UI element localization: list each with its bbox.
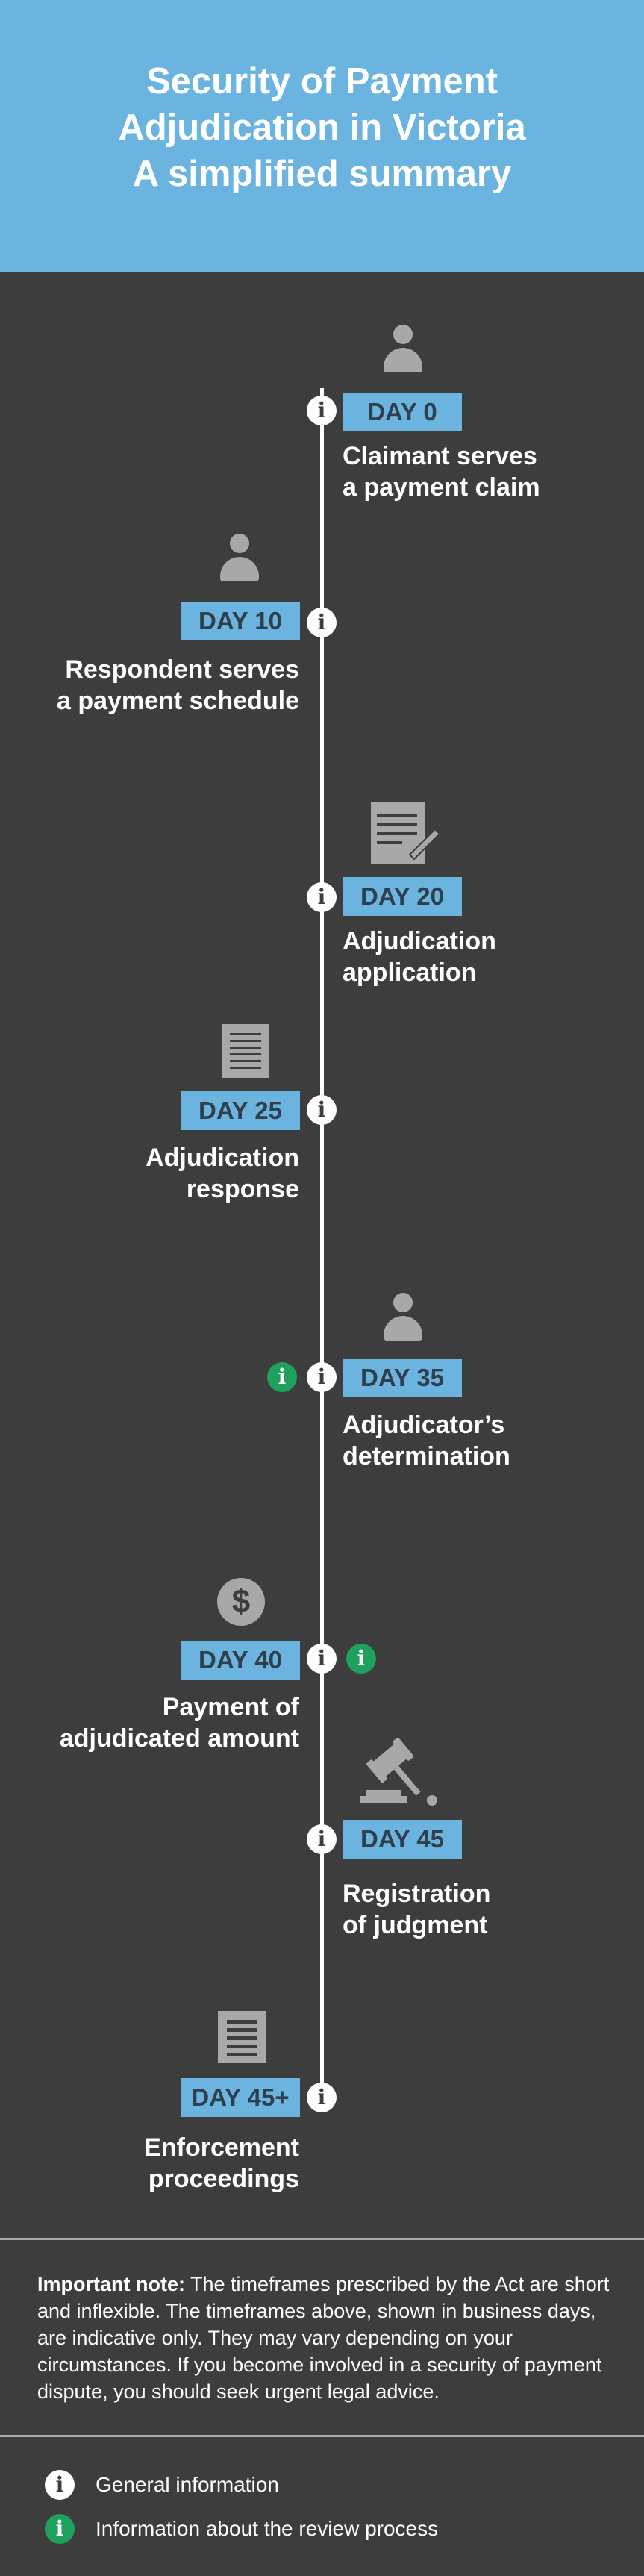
page-title: Security of Payment Adjudication in Vict… — [0, 58, 644, 197]
dollar-icon: $ — [217, 1578, 265, 1626]
day-badge: DAY 35 — [343, 1359, 462, 1397]
divider — [0, 2238, 644, 2240]
divider — [0, 2435, 644, 2437]
note-text: The timeframes prescribed by the Act are… — [37, 2273, 610, 2403]
general-info-icon[interactable]: i — [307, 608, 337, 637]
document-icon — [222, 1024, 269, 1078]
general-info-icon[interactable]: i — [307, 2083, 337, 2112]
review-info-icon: i — [45, 2514, 75, 2544]
note-label: Important note: — [37, 2273, 185, 2295]
title-line-1: Security of Payment — [146, 61, 498, 102]
general-info-icon[interactable]: i — [307, 1824, 337, 1854]
general-info-icon[interactable]: i — [307, 1095, 337, 1125]
timeline-line — [320, 388, 324, 2105]
general-info-icon[interactable]: i — [307, 882, 337, 912]
header-banner: Security of Payment Adjudication in Vict… — [0, 0, 644, 272]
document-icon — [218, 2011, 266, 2063]
title-line-3: A simplified summary — [132, 154, 512, 194]
gavel-icon — [359, 1737, 443, 1806]
general-info-icon[interactable]: i — [307, 1362, 337, 1392]
general-info-icon[interactable]: i — [307, 1644, 337, 1674]
general-info-icon[interactable]: i — [307, 396, 337, 425]
general-info-icon: i — [45, 2470, 75, 2500]
day-badge: DAY 40 — [181, 1641, 300, 1680]
document-pen-icon — [371, 802, 441, 867]
person-icon — [220, 534, 259, 581]
day-badge: DAY 20 — [343, 877, 462, 916]
review-info-icon[interactable]: i — [346, 1644, 376, 1674]
day-badge: DAY 25 — [181, 1091, 300, 1130]
day-badge: DAY 45+ — [181, 2078, 300, 2117]
day-badge: DAY 0 — [343, 393, 462, 431]
title-line-2: Adjudication in Victoria — [118, 107, 526, 148]
legend-label: Information about the review process — [96, 2517, 439, 2540]
day-badge: DAY 45 — [343, 1820, 462, 1859]
important-note: Important note: The timeframes prescribe… — [37, 2271, 619, 2405]
person-icon — [384, 325, 422, 372]
person-icon — [384, 1293, 422, 1341]
day-badge: DAY 10 — [181, 602, 300, 640]
legend-label: General information — [96, 2473, 279, 2496]
review-info-icon[interactable]: i — [267, 1362, 297, 1392]
